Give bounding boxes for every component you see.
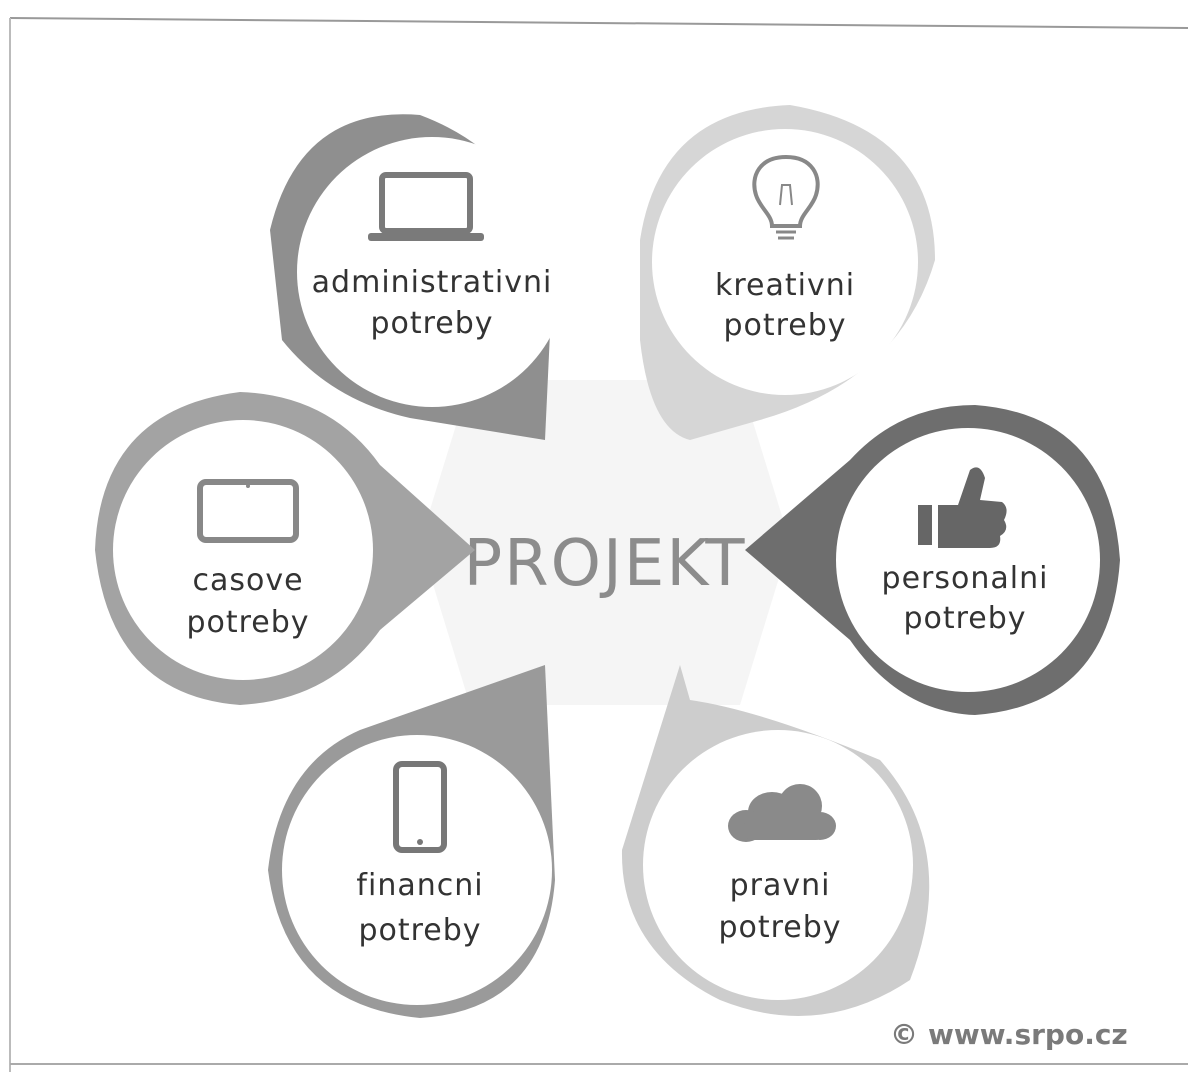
lightbulb-icon xyxy=(752,154,820,240)
petal-pravni: pravni potreby xyxy=(621,665,930,1016)
credit-url: www.srpo.cz xyxy=(928,1018,1128,1051)
cloud-icon xyxy=(728,784,836,842)
petal-line1-personalni: personalni xyxy=(882,561,1049,596)
laptop-icon xyxy=(368,172,484,241)
petal-line2-casove: potreby xyxy=(186,605,309,640)
tablet-icon xyxy=(197,479,299,543)
petal-inner-pravni xyxy=(643,730,913,1000)
petal-administrativni: administrativni potreby xyxy=(270,114,567,440)
copyright-symbol: © xyxy=(890,1018,918,1051)
petal-personalni: personalni potreby xyxy=(745,405,1120,715)
petal-inner-financni xyxy=(282,735,552,1005)
petal-casove: casove potreby xyxy=(95,392,475,705)
petal-inner-administrativni xyxy=(297,137,567,407)
petal-line1-financni: financni xyxy=(356,868,483,903)
petal-inner-personalni xyxy=(836,428,1100,692)
petal-line2-pravni: potreby xyxy=(718,910,841,945)
petal-line1-casove: casove xyxy=(192,563,303,598)
petal-line2-kreativni: potreby xyxy=(723,308,846,343)
frame-top-line xyxy=(9,17,1188,29)
petal-financni: financni potreby xyxy=(268,665,555,1018)
credit: © www.srpo.cz xyxy=(890,1018,1128,1051)
petal-line1-administrativni: administrativni xyxy=(312,265,553,300)
petal-line2-personalni: potreby xyxy=(903,601,1026,636)
petal-inner-kreativni xyxy=(652,129,918,395)
petal-line1-kreativni: kreativni xyxy=(715,268,855,303)
center-label: PROJEKT xyxy=(464,527,747,601)
petal-inner-casove xyxy=(113,420,373,680)
thumbs-up-icon xyxy=(918,467,1007,548)
smartphone-icon xyxy=(393,761,447,853)
petal-kreativni: kreativni potreby xyxy=(640,105,935,440)
petal-line1-pravni: pravni xyxy=(730,868,831,903)
petal-line2-administrativni: potreby xyxy=(370,306,493,341)
petal-line2-financni: potreby xyxy=(358,913,481,948)
center-hexagon xyxy=(420,380,790,705)
